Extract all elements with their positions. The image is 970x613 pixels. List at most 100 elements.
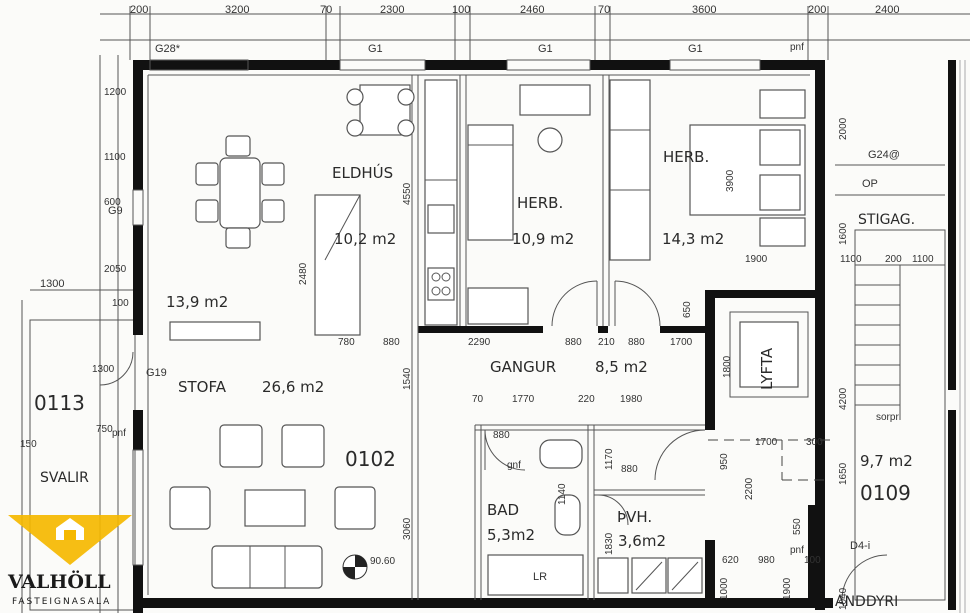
room-area-herb2: 14,3 m2 xyxy=(662,230,724,248)
room-name-bad: BAD xyxy=(487,501,519,519)
dim-left-2: 1100 xyxy=(104,152,126,163)
dim-inner-5: 2290 xyxy=(468,337,491,348)
interior-dimensions: 4550 2480 780 880 2290 880 210 880 1700 … xyxy=(298,117,934,610)
room-area-extra-stofa: 13,9 m2 xyxy=(166,293,228,311)
dim-inner-12: 1770 xyxy=(512,394,535,405)
dim-top-10: 2400 xyxy=(875,4,899,16)
dim-inner-26: 1600 xyxy=(838,222,849,245)
dim-left-5: 1300 xyxy=(40,278,64,290)
bedroom-2-furniture xyxy=(609,79,806,261)
dim-inner-10: 1540 xyxy=(402,367,413,390)
kitchen-table xyxy=(346,84,415,137)
dim-inner-32: 300 xyxy=(806,437,823,448)
dim-inner-11: 70 xyxy=(472,394,484,405)
dim-left-1: 1200 xyxy=(104,87,127,98)
dim-inner-36: 550 xyxy=(792,518,803,535)
bathroom-fixtures xyxy=(487,439,584,596)
dim-inner-43: 1900 xyxy=(782,577,793,600)
dim-inner-13: 220 xyxy=(578,394,595,405)
room-name-dvh: ÞVH. xyxy=(617,508,652,526)
right-edge-detail xyxy=(959,60,966,613)
room-area-dvh: 3,6m2 xyxy=(618,532,666,550)
dim-top-1: 200 xyxy=(130,4,148,16)
window-tag-g1-c: G1 xyxy=(688,43,703,55)
room-name-stofa: STOFA xyxy=(178,378,227,396)
company-logo: VALHÖLL FASTEIGNASALA xyxy=(7,515,132,607)
dim-inner-35: 950 xyxy=(719,453,730,470)
dim-inner-24: 1800 xyxy=(722,355,733,378)
logo-subtitle: FASTEIGNASALA xyxy=(12,597,111,607)
kitchen-counter xyxy=(314,79,458,336)
elevator-shaft xyxy=(729,311,809,398)
dim-inner-40: 90.60 xyxy=(370,556,395,567)
dim-inner-1: 4550 xyxy=(402,182,413,205)
dim-left-pnf: pnf xyxy=(112,428,126,439)
dim-top-6: 2460 xyxy=(520,4,544,16)
tag-d4: D4-i xyxy=(850,540,870,552)
tag-sorpr: sorpr xyxy=(876,412,899,423)
dim-left-3: 600 xyxy=(104,197,121,208)
dim-inner-21: 1900 xyxy=(745,254,768,265)
room-name-herb1: HERB. xyxy=(517,194,563,212)
dim-inner-23: 3900 xyxy=(725,169,736,192)
room-name-eldhus: ELDHÚS xyxy=(332,163,393,182)
dim-inner-38: 980 xyxy=(758,555,775,566)
dim-left-8: 750 xyxy=(96,424,113,435)
dim-inner-4: 880 xyxy=(383,337,400,348)
room-area-stofa: 26,6 m2 xyxy=(262,378,324,396)
tag-op: OP xyxy=(862,178,878,190)
room-name-stigag: STIGAG. xyxy=(858,212,915,228)
north-arrow-icon xyxy=(342,554,368,580)
sideboard xyxy=(169,321,261,341)
dim-inner-30: 4200 xyxy=(838,387,849,410)
room-name-gangur: GANGUR xyxy=(490,358,556,376)
dim-inner-9: 1700 xyxy=(670,337,693,348)
dim-inner-3: 780 xyxy=(338,337,355,348)
exterior-walls xyxy=(132,59,833,613)
room-name-herb2: HERB. xyxy=(663,148,709,166)
top-dimension-line: 200 3200 70 2300 100 2460 70 3600 200 24… xyxy=(100,4,970,60)
dim-inner-33: 1650 xyxy=(838,462,849,485)
dim-top-8: 3600 xyxy=(692,4,716,16)
tag-g24: G24@ xyxy=(868,149,900,161)
dim-inner-20: 3060 xyxy=(402,517,413,540)
dim-inner-7: 210 xyxy=(598,337,615,348)
interior-walls xyxy=(147,74,818,605)
window-tag-pnf: pnf xyxy=(790,42,804,53)
staircase xyxy=(835,60,956,610)
room-area-eldhus: 10,2 m2 xyxy=(334,230,396,248)
dim-inner-8: 880 xyxy=(628,337,645,348)
dim-left-4: 2050 xyxy=(104,264,127,275)
dim-top-2: 3200 xyxy=(225,4,249,16)
room-name-lyfta: LYFTA xyxy=(758,347,776,390)
room-area-gangur: 8,5 m2 xyxy=(595,358,648,376)
dashed-outline xyxy=(708,439,830,481)
unit-number-main: 0102 xyxy=(345,447,396,471)
neighbour-unit-left xyxy=(21,300,136,613)
dim-inner-17: 1140 xyxy=(557,483,568,505)
dim-top-7: 70 xyxy=(598,4,610,16)
window-tag-g28: G28* xyxy=(155,43,181,55)
dining-table xyxy=(195,135,285,249)
dim-inner-39: 100 xyxy=(804,555,821,566)
dim-inner-19: 1830 xyxy=(604,532,615,555)
dim-top-9: 200 xyxy=(808,4,826,16)
bedroom-1-furniture xyxy=(467,84,591,325)
dim-inner-14: 1980 xyxy=(620,394,643,405)
dim-inner-6: 880 xyxy=(565,337,582,348)
room-area-stair: 9,7 m2 xyxy=(860,452,913,470)
room-area-bad: 5,3m2 xyxy=(487,526,535,544)
dim-top-4: 2300 xyxy=(380,4,404,16)
dim-inner-28: 200 xyxy=(885,254,902,265)
laundry-fixtures xyxy=(597,557,703,594)
dim-inner-18: 880 xyxy=(621,464,638,475)
dim-inner-42: 1040 xyxy=(838,587,849,610)
dim-left-6: 100 xyxy=(112,298,129,309)
logo-name: VALHÖLL xyxy=(7,570,111,593)
window-tag-g1-a: G1 xyxy=(368,43,383,55)
dim-inner-15: 880 xyxy=(493,430,510,441)
tag-lr: LR xyxy=(533,571,547,583)
dim-left-7: 1300 xyxy=(92,364,115,375)
room-name-anddyri: ANDDYRI xyxy=(835,594,898,610)
unit-number-right: 0109 xyxy=(860,481,911,505)
